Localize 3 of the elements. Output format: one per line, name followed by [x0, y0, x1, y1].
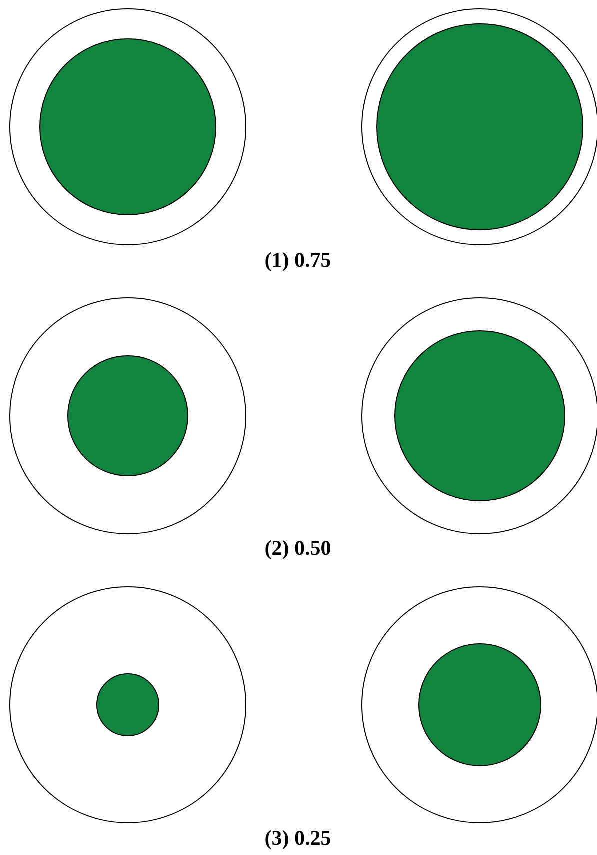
figure-caption: (3) 0.25 [264, 826, 332, 851]
figure-caption: (2) 0.50 [264, 536, 332, 561]
figure-caption: (1) 0.75 [264, 248, 332, 273]
